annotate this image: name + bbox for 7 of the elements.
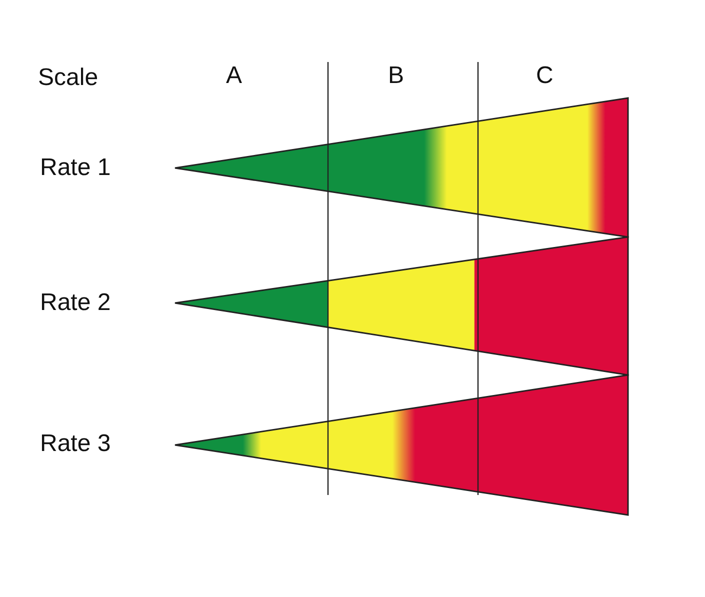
axis-label: Scale [38,66,98,90]
column-heading: C [536,64,554,88]
column-heading: A [226,64,242,88]
row-label: Rate 3 [40,432,111,456]
column-heading: B [388,64,404,88]
row-label: Rate 1 [40,156,111,180]
row-label: Rate 2 [40,291,111,315]
